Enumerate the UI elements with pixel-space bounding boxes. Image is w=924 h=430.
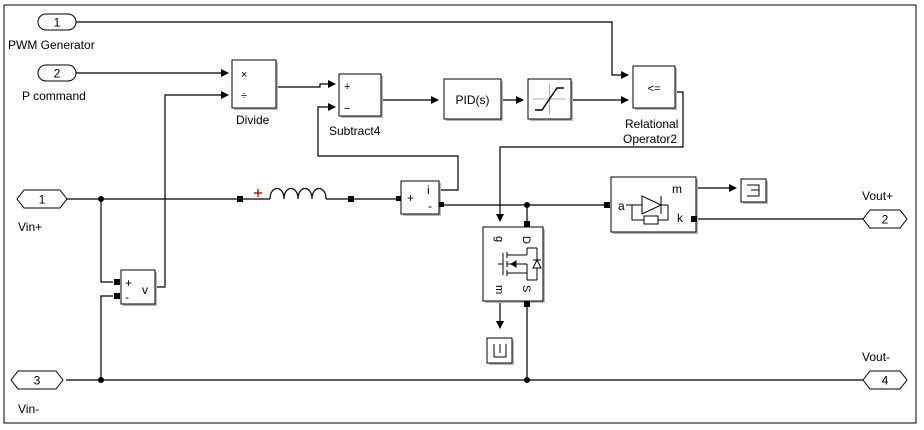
svg-text:+: + xyxy=(407,191,414,205)
port-label: Vin+ xyxy=(18,220,42,234)
pid-controller-block[interactable]: PID(s) xyxy=(443,78,503,121)
port-label: Vout- xyxy=(862,350,890,364)
divide-block[interactable]: × ÷ Divide xyxy=(231,59,278,127)
connection-port-vin-minus[interactable]: 3 Vin- xyxy=(10,370,64,416)
svg-text:a: a xyxy=(618,199,625,213)
inport-p-command[interactable]: 2 P command xyxy=(22,64,86,103)
terminator-icon xyxy=(747,184,760,197)
svg-text:4: 4 xyxy=(882,374,889,388)
svg-text:k: k xyxy=(677,211,684,225)
subtract-block[interactable]: + − Subtract4 xyxy=(329,73,383,138)
svg-text:-: - xyxy=(125,290,129,304)
svg-text:2: 2 xyxy=(54,67,61,81)
inport-label: P command xyxy=(22,89,86,103)
connection-port-vin-plus[interactable]: 1 Vin+ xyxy=(16,189,68,234)
port-label: Vout+ xyxy=(862,189,893,203)
junction-dots xyxy=(98,196,530,383)
svg-text:1: 1 xyxy=(39,193,46,207)
svg-text:÷: ÷ xyxy=(241,90,247,102)
svg-text:+: + xyxy=(125,276,132,290)
saturation-icon xyxy=(535,87,564,111)
diode-terminator-block[interactable] xyxy=(740,178,768,204)
svg-text:<=: <= xyxy=(648,83,661,95)
block-label: Subtract4 xyxy=(329,124,381,138)
svg-text:v: v xyxy=(142,283,148,297)
signal-wires xyxy=(75,21,737,329)
inport-pwm-generator[interactable]: 1 PWM Generator xyxy=(8,13,95,52)
mosfet-symbol-icon xyxy=(498,247,542,281)
svg-text:2: 2 xyxy=(882,213,889,227)
saturation-block[interactable] xyxy=(527,78,573,121)
svg-text:+: + xyxy=(344,81,350,93)
relational-operator-block[interactable]: <= Relational Operator2 xyxy=(623,65,678,146)
connection-port-vout-plus[interactable]: 2 Vout+ xyxy=(862,189,908,229)
canvas-border xyxy=(3,4,917,424)
current-measurement-block[interactable]: + i - xyxy=(396,180,444,216)
svg-text:PID(s): PID(s) xyxy=(456,93,490,107)
svg-text:3: 3 xyxy=(34,374,41,388)
mosfet-terminator-block[interactable] xyxy=(486,337,514,365)
svg-text:−: − xyxy=(344,103,350,115)
inductor-block[interactable] xyxy=(237,187,354,203)
mosfet-block[interactable]: g D m S xyxy=(482,221,545,307)
voltage-measurement-block[interactable]: + - v xyxy=(114,269,157,306)
svg-text:D: D xyxy=(520,236,532,244)
svg-text:m: m xyxy=(672,182,682,196)
inductor-coil-icon xyxy=(269,187,327,200)
svg-text:1: 1 xyxy=(54,16,61,30)
block-label: Relational xyxy=(625,117,678,131)
connection-port-vout-minus[interactable]: 4 Vout- xyxy=(862,350,908,390)
power-wires xyxy=(66,198,866,381)
svg-text:×: × xyxy=(241,69,247,81)
block-label: Operator2 xyxy=(623,132,677,146)
block-label: Divide xyxy=(236,113,270,127)
inport-label: PWM Generator xyxy=(8,38,95,52)
diode-symbol-icon xyxy=(626,195,669,225)
svg-text:g: g xyxy=(493,236,505,242)
svg-text:i: i xyxy=(427,183,430,197)
svg-text:S: S xyxy=(520,285,532,292)
port-label: Vin- xyxy=(18,402,39,416)
svg-text:m: m xyxy=(493,285,505,294)
svg-text:-: - xyxy=(428,199,432,213)
diode-block[interactable]: a m k xyxy=(604,176,698,234)
terminator-icon xyxy=(493,344,507,358)
